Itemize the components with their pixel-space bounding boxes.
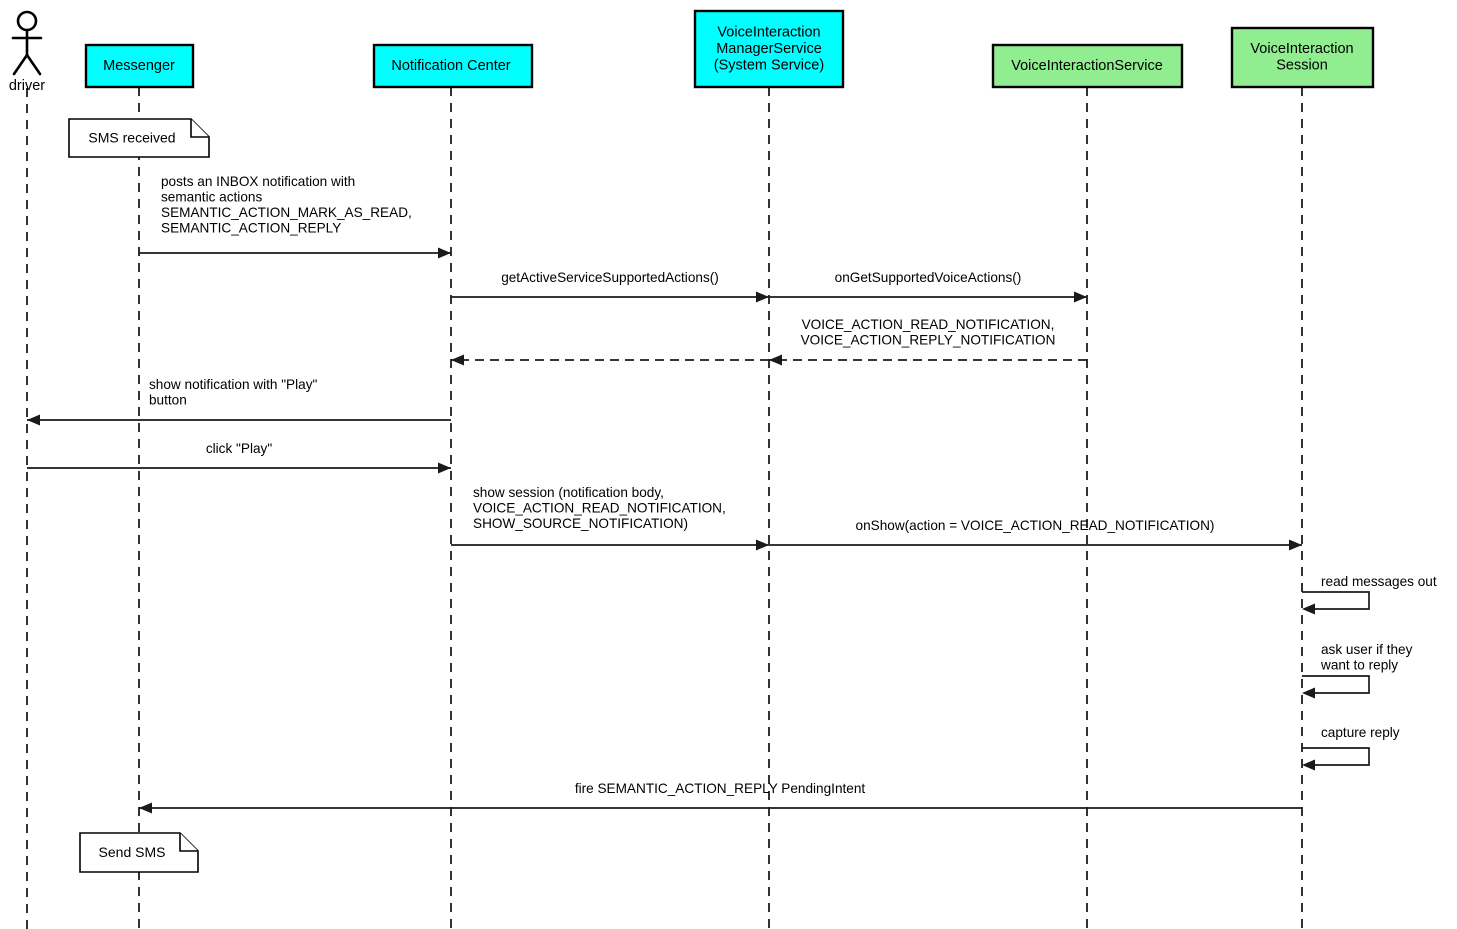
message-label-msg-on-get-supported-voice-actions-line-0: onGetSupportedVoiceActions() [835, 270, 1022, 285]
message-label-msg-return-voice-actions-to-vims-line-0: VOICE_ACTION_READ_NOTIFICATION, [802, 317, 1055, 332]
message-msg-click-play[interactable]: click "Play" [27, 441, 451, 474]
message-label-msg-show-session-line-2: SHOW_SOURCE_NOTIFICATION) [473, 516, 688, 531]
participant-driver[interactable]: driver [9, 10, 45, 94]
message-label-msg-show-session-line-0: show session (notification body, [473, 485, 664, 500]
message-msg-get-active-service-supported-actions[interactable]: getActiveServiceSupportedActions() [451, 270, 769, 303]
participant-label-notification_center-line-0: Notification Center [391, 58, 510, 74]
message-arrowhead-msg-fire-semantic-action-reply-pending-intent [139, 802, 152, 814]
message-label-msg-return-voice-actions-to-vims-line-1: VOICE_ACTION_REPLY_NOTIFICATION [801, 333, 1056, 348]
message-msg-on-get-supported-voice-actions[interactable]: onGetSupportedVoiceActions() [769, 270, 1087, 303]
message-label-msg-post-inbox-notification-line-3: SEMANTIC_ACTION_REPLY [161, 221, 341, 236]
message-msg-return-voice-actions-to-vims[interactable]: VOICE_ACTION_READ_NOTIFICATION,VOICE_ACT… [769, 317, 1087, 366]
message-arrowhead-msg-show-notification-play-button [27, 414, 40, 426]
participant-label-vims-line-1: ManagerService [716, 41, 822, 57]
message-label-msg-post-inbox-notification-line-0: posts an INBOX notification with [161, 174, 355, 189]
self-call-path-self-ask-user-if-they-want-to-reply [1302, 675, 1370, 694]
note-body-note-sms-received [68, 118, 210, 158]
self-call-label-self-read-messages-out-line-0: read messages out [1321, 574, 1437, 589]
self-call-path-self-capture-reply [1302, 747, 1370, 766]
message-arrowhead-msg-click-play [438, 462, 451, 474]
message-msg-fire-semantic-action-reply-pending-intent[interactable]: fire SEMANTIC_ACTION_REPLY PendingIntent [139, 781, 1302, 814]
message-label-msg-get-active-service-supported-actions-line-0: getActiveServiceSupportedActions() [501, 270, 719, 285]
message-arrowhead-msg-post-inbox-notification [438, 247, 451, 259]
note-label-note-send-sms: Send SMS [99, 844, 166, 860]
message-arrowhead-msg-on-show [1289, 539, 1302, 551]
participant-messenger[interactable]: Messenger [84, 43, 195, 89]
message-arrowhead-msg-get-active-service-supported-actions [756, 291, 769, 303]
participant-box-vis[interactable] [991, 43, 1184, 89]
participants-layer: driver Messenger Notification Center VoiceI… [9, 9, 1375, 94]
participant-label-driver: driver [9, 78, 45, 94]
self-call-arrowhead-self-capture-reply [1302, 759, 1315, 771]
participant-box-vims[interactable] [693, 9, 845, 89]
actor-left-leg-icon [12, 53, 29, 76]
message-label-msg-show-notification-play-button-line-0: show notification with "Play" [149, 377, 317, 392]
message-label-msg-post-inbox-notification-line-1: semantic actions [161, 190, 262, 205]
message-label-msg-click-play-line-0: click "Play" [206, 441, 272, 456]
note-fold-icon-note-sms-received [190, 119, 209, 138]
participant-label-vims-line-0: VoiceInteraction [717, 24, 820, 40]
message-msg-show-session[interactable]: show session (notification body,VOICE_AC… [451, 485, 769, 551]
note-body-note-send-sms [79, 832, 199, 873]
self-call-label-self-ask-user-if-they-want-to-reply-line-0: ask user if they [1321, 642, 1413, 657]
message-msg-show-notification-play-button[interactable]: show notification with "Play"button [27, 377, 451, 426]
self-call-self-capture-reply[interactable]: capture reply [1302, 725, 1400, 771]
actor-head-icon [16, 10, 38, 32]
message-arrowhead-msg-on-get-supported-voice-actions [1074, 291, 1087, 303]
messages-layer: posts an INBOX notification withsemantic… [27, 174, 1302, 814]
actor-right-leg-icon [25, 53, 42, 76]
message-label-msg-on-show-line-0: onShow(action = VOICE_ACTION_READ_NOTIFI… [856, 518, 1215, 533]
participant-box-notification_center[interactable] [372, 43, 534, 89]
message-arrowhead-msg-show-session [756, 539, 769, 551]
note-label-note-sms-received: SMS received [88, 130, 175, 146]
lifelines-layer [26, 87, 1303, 929]
participant-notification_center[interactable]: Notification Center [372, 43, 534, 89]
message-msg-post-inbox-notification[interactable]: posts an INBOX notification withsemantic… [139, 174, 451, 259]
self-call-label-self-capture-reply-line-0: capture reply [1321, 725, 1400, 740]
participant-label-vis-line-0: VoiceInteractionService [1011, 58, 1163, 74]
message-arrowhead-msg-return-voice-actions-to-vims [769, 354, 782, 366]
message-msg-return-voice-actions-to-notification-center[interactable] [451, 354, 769, 366]
participant-box-messenger[interactable] [84, 43, 195, 89]
self-call-path-self-read-messages-out [1302, 591, 1370, 610]
participant-box-vi_session[interactable] [1230, 26, 1375, 89]
message-msg-on-show[interactable]: onShow(action = VOICE_ACTION_READ_NOTIFI… [769, 518, 1302, 551]
self-call-arrowhead-self-ask-user-if-they-want-to-reply [1302, 687, 1315, 699]
message-label-msg-show-notification-play-button-line-1: button [149, 393, 187, 408]
participant-label-messenger-line-0: Messenger [103, 58, 175, 74]
self-call-self-read-messages-out[interactable]: read messages out [1302, 574, 1437, 615]
note-fold-icon-note-send-sms [179, 833, 198, 852]
self-call-label-self-ask-user-if-they-want-to-reply-line-1: want to reply [1320, 658, 1398, 673]
note-note-sms-received[interactable]: SMS received [68, 118, 210, 158]
participant-label-vi_session-line-1: Session [1276, 58, 1328, 74]
participant-label-vi_session-line-0: VoiceInteraction [1250, 41, 1353, 57]
note-note-send-sms[interactable]: Send SMS [79, 832, 199, 873]
participant-vis[interactable]: VoiceInteractionService [991, 43, 1184, 89]
message-label-msg-post-inbox-notification-line-2: SEMANTIC_ACTION_MARK_AS_READ, [161, 205, 412, 220]
message-label-msg-fire-semantic-action-reply-pending-intent-line-0: fire SEMANTIC_ACTION_REPLY PendingIntent [575, 781, 866, 796]
self-call-arrowhead-self-read-messages-out [1302, 603, 1315, 615]
message-arrowhead-msg-return-voice-actions-to-notification-center [451, 354, 464, 366]
participant-label-vims-line-2: (System Service) [714, 57, 824, 73]
message-label-msg-show-session-line-1: VOICE_ACTION_READ_NOTIFICATION, [473, 501, 726, 516]
